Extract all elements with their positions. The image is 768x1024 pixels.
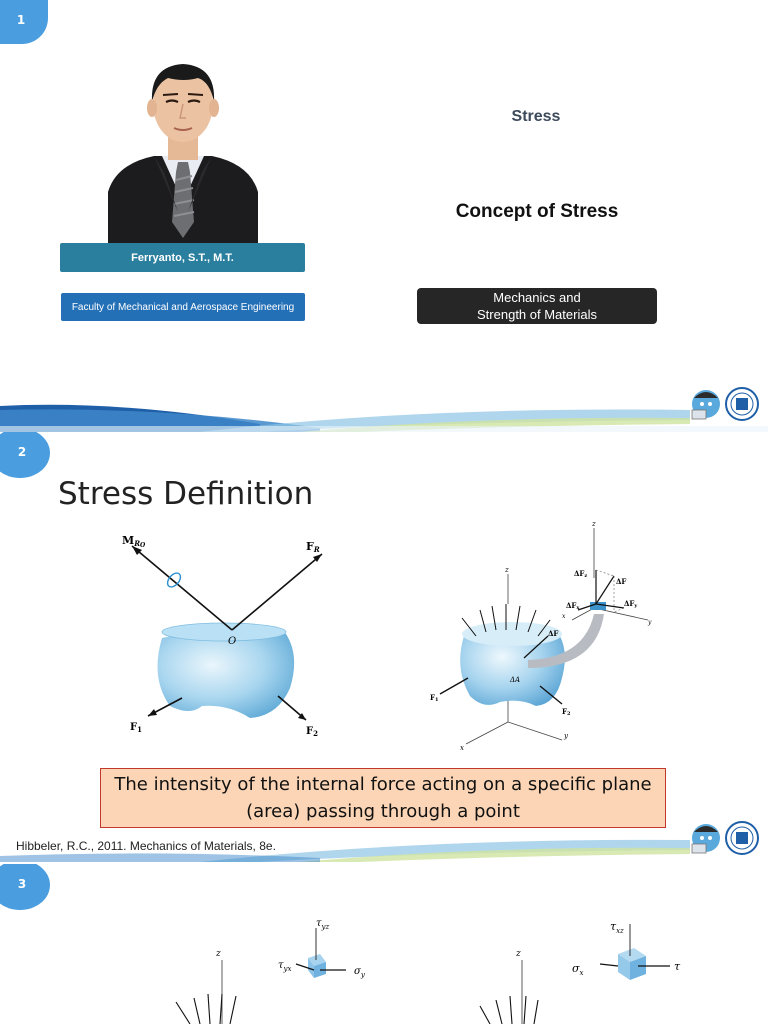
- slide-title: Concept of Stress: [455, 201, 619, 222]
- university-seal-icon: [725, 821, 759, 855]
- mascot-logo-icon: [691, 390, 720, 420]
- x-axis-label: x: [460, 744, 464, 752]
- force-element-figure: z x y ΔF ΔA z ΔFz ΔF ΔFx ΔFy x y F1 F2: [430, 520, 652, 752]
- force1-label: F1: [130, 722, 142, 734]
- definition-line-2: (area) passing through a point: [246, 801, 520, 822]
- course-line-1: Mechanics and: [493, 290, 581, 305]
- slide-3: 3 z τyz τyx σy z τxz σx τ: [0, 864, 768, 1024]
- topic-label: Stress: [511, 108, 561, 125]
- element-y-label: y: [647, 619, 652, 626]
- university-seal-icon: [725, 387, 759, 421]
- delta-fy-label: ΔFy: [624, 599, 638, 609]
- slide-1: 1 Ferryanto, S.T., M.T. Faculty of Mecha…: [0, 0, 768, 432]
- course-line-2: Strength of Materials: [477, 307, 597, 322]
- y-axis-label: y: [563, 732, 569, 740]
- tau-label: τ: [674, 960, 681, 973]
- delta-fz-label: ΔFz: [574, 569, 587, 579]
- slide-number-badge: 1: [0, 0, 48, 44]
- shear-stress-xz-figure: z τxz σx τ: [479, 920, 681, 1024]
- z-axis-label: z: [504, 566, 509, 574]
- sigma-x-label: σx: [572, 962, 584, 977]
- moment-label: MRO: [122, 534, 146, 549]
- element-z-label: z: [591, 520, 596, 528]
- delta-f-label: ΔF: [548, 629, 558, 638]
- resultant-force-figure: MRO FR O F1 F2: [122, 534, 323, 738]
- tau-xz-label: τxz: [610, 920, 624, 935]
- presenter-name-bar: Ferryanto, S.T., M.T.: [60, 243, 305, 272]
- origin-label: O: [228, 636, 236, 647]
- f2-label: F2: [562, 707, 571, 717]
- tau-yx-label: τyx: [278, 960, 292, 973]
- delta-f-top-label: ΔF: [616, 577, 626, 586]
- shear-stress-yz-figure: z τyz τyx σy: [175, 918, 366, 1024]
- citation-text: Hibbeler, R.C., 2011. Mechanics of Mater…: [16, 839, 276, 853]
- slide-number-badge: 2: [0, 432, 50, 478]
- delta-a-label: ΔA: [509, 676, 520, 684]
- z-axis-label: z: [515, 949, 521, 959]
- course-name-box: Mechanics and Strength of Materials: [417, 288, 657, 324]
- mascot-logo-icon: [691, 824, 720, 854]
- slide-number-badge: 3: [0, 864, 50, 910]
- definition-box: The intensity of the internal force acti…: [100, 768, 666, 828]
- sigma-y-label: σy: [354, 966, 366, 979]
- faculty-bar: Faculty of Mechanical and Aerospace Engi…: [61, 293, 305, 321]
- element-x-label: x: [562, 613, 566, 620]
- resultant-label: FR: [306, 540, 320, 554]
- footer-wave: [0, 839, 690, 862]
- f1-label: F1: [430, 693, 438, 703]
- footer-wave: [0, 404, 768, 432]
- delta-fx-label: ΔFx: [566, 601, 580, 611]
- tau-yz-label: τyz: [316, 918, 330, 931]
- force2-label: F2: [306, 726, 318, 738]
- z-axis-label: z: [215, 949, 221, 959]
- presenter-photo: [106, 52, 260, 244]
- slide-2: 2 Stress Definition MRO FR O F1 F2: [0, 432, 768, 862]
- slide-title: Stress Definition: [58, 476, 314, 512]
- definition-line-1: The intensity of the internal force acti…: [114, 774, 652, 795]
